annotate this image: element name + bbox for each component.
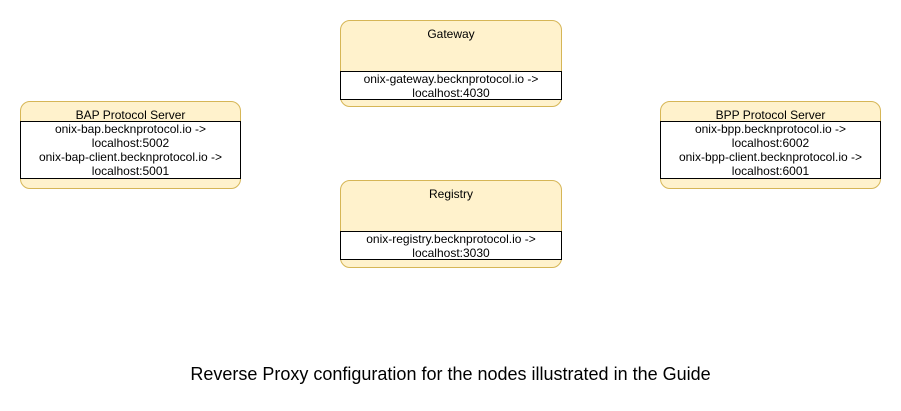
node-registry-title: Registry [428, 187, 473, 201]
node-registry: Registry onix-registry.becknprotocol.io … [340, 180, 562, 268]
node-gateway-mapping-box: onix-gateway.becknprotocol.io -> localho… [340, 71, 562, 100]
mapping-line: onix-bpp.becknprotocol.io -> [694, 122, 847, 136]
node-bap-title: BAP Protocol Server [75, 108, 186, 122]
mapping-line: localhost:3030 [412, 245, 490, 260]
mapping-line: onix-bpp-client.becknprotocol.io -> [678, 150, 863, 164]
node-registry-mapping-box: onix-registry.becknprotocol.io -> localh… [340, 231, 562, 260]
node-bpp-title: BPP Protocol Server [715, 108, 826, 122]
mapping-line: onix-bap-client.becknprotocol.io -> [38, 150, 223, 164]
mapping-line: onix-gateway.becknprotocol.io -> [363, 71, 539, 86]
mapping-line: onix-bap.becknprotocol.io -> [54, 122, 207, 136]
mapping-line: localhost:6002 [731, 136, 810, 150]
node-bpp-mapping-box: onix-bpp.becknprotocol.io -> localhost:6… [660, 121, 881, 179]
mapping-line: localhost:5002 [91, 136, 170, 150]
mapping-line: localhost:5001 [91, 164, 170, 178]
node-gateway: Gateway onix-gateway.becknprotocol.io ->… [340, 20, 562, 107]
mapping-line: onix-registry.becknprotocol.io -> [366, 231, 536, 246]
diagram-caption: Reverse Proxy configuration for the node… [190, 364, 711, 384]
node-bap-mapping-box: onix-bap.becknprotocol.io -> localhost:5… [20, 121, 241, 179]
node-gateway-title: Gateway [427, 27, 475, 41]
mapping-line: localhost:6001 [731, 164, 810, 178]
node-bpp-protocol-server: BPP Protocol Server onix-bpp.becknprotoc… [660, 101, 881, 189]
mapping-line: localhost:4030 [412, 85, 490, 100]
node-bap-protocol-server: BAP Protocol Server onix-bap.becknprotoc… [20, 101, 241, 189]
